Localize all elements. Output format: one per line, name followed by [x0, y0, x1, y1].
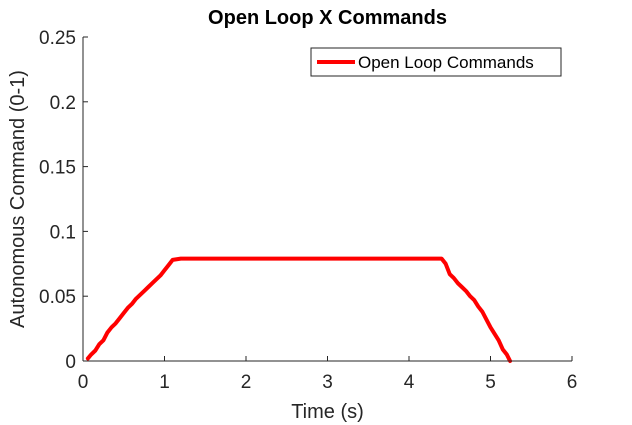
y-tick-label: 0.05 — [39, 287, 76, 308]
series-line-open-loop-commands — [85, 256, 513, 363]
chart-title: Open Loop X Commands — [208, 7, 447, 29]
x-tick-label: 2 — [241, 372, 252, 393]
y-axis-label: Autonomous Command (0-1) — [7, 70, 29, 328]
x-tick-label: 1 — [159, 372, 170, 393]
x-tick-label: 4 — [404, 372, 415, 393]
y-tick-label: 0.15 — [39, 158, 76, 179]
legend-entry-label: Open Loop Commands — [358, 53, 534, 72]
x-axis-label: Time (s) — [291, 401, 364, 423]
plot-area — [83, 37, 572, 361]
x-tick-label: 0 — [78, 372, 89, 393]
x-tick-label: 3 — [322, 372, 333, 393]
y-tick-label: 0.1 — [50, 222, 76, 243]
y-tick-label: 0.2 — [50, 93, 76, 114]
legend: Open Loop Commands — [310, 47, 562, 77]
y-tick-label: 0 — [65, 352, 76, 373]
y-ticks: 0 0.05 0.1 0.15 0.2 0.25 — [39, 28, 88, 373]
series-layer — [85, 256, 513, 363]
x-tick-label: 6 — [567, 372, 578, 393]
y-tick-label: 0.25 — [39, 28, 76, 49]
x-tick-label: 5 — [485, 372, 496, 393]
x-ticks: 0 1 2 3 4 5 6 — [78, 356, 578, 393]
